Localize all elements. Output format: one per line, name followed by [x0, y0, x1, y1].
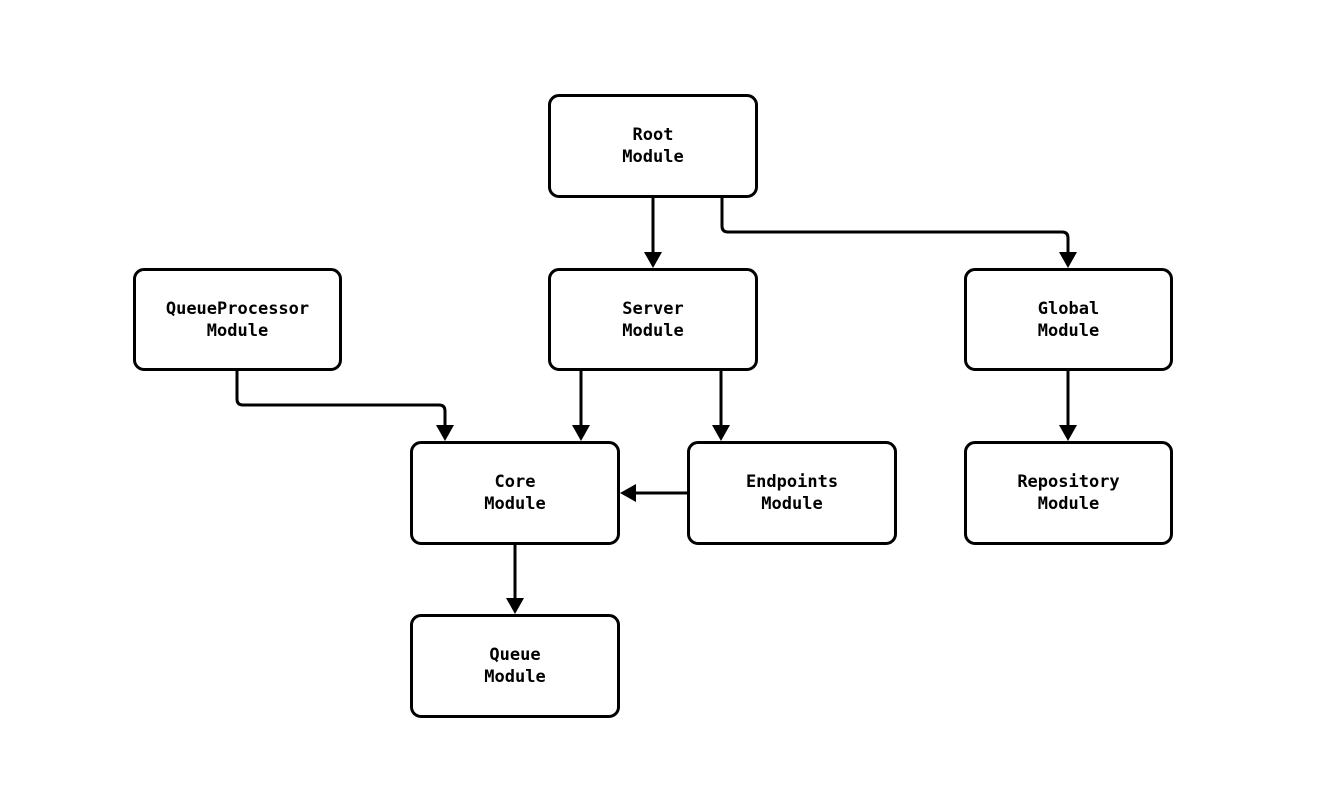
node-root-module[interactable]: Root Module: [548, 94, 758, 198]
node-queueprocessor-module[interactable]: QueueProcessor Module: [133, 268, 342, 371]
node-label: Server Module: [622, 298, 684, 341]
node-label: Endpoints Module: [745, 472, 839, 514]
node-label: Queue Module: [484, 645, 546, 687]
node-label: Global Module: [1037, 298, 1100, 341]
arrowhead-server-endpoints: [712, 425, 730, 441]
edge-root-global: [720, 198, 1070, 252]
node-core-module[interactable]: Core Module: [410, 441, 620, 545]
arrowhead-core-queue: [506, 598, 524, 614]
node-endpoints-module[interactable]: Endpoints Module: [687, 441, 897, 545]
node-repository-module[interactable]: Repository Module: [964, 441, 1173, 545]
arrowhead-root-server: [644, 252, 662, 268]
arrowhead-server-core: [572, 425, 590, 441]
node-global-module[interactable]: Global Module: [964, 268, 1173, 371]
node-label: Root Module: [622, 125, 684, 167]
arrowhead-queueprocessor-core: [436, 425, 454, 441]
arrowhead-root-global: [1059, 252, 1077, 268]
node-label: QueueProcessor Module: [165, 298, 310, 341]
node-label: Core Module: [484, 472, 546, 514]
node-server-module[interactable]: Server Module: [548, 268, 758, 371]
edge-queueprocessor-core: [235, 371, 447, 425]
arrowhead-endpoints-core: [620, 484, 636, 502]
node-label: Repository Module: [1017, 472, 1120, 514]
node-queue-module[interactable]: Queue Module: [410, 614, 620, 718]
arrowhead-global-repository: [1059, 425, 1077, 441]
